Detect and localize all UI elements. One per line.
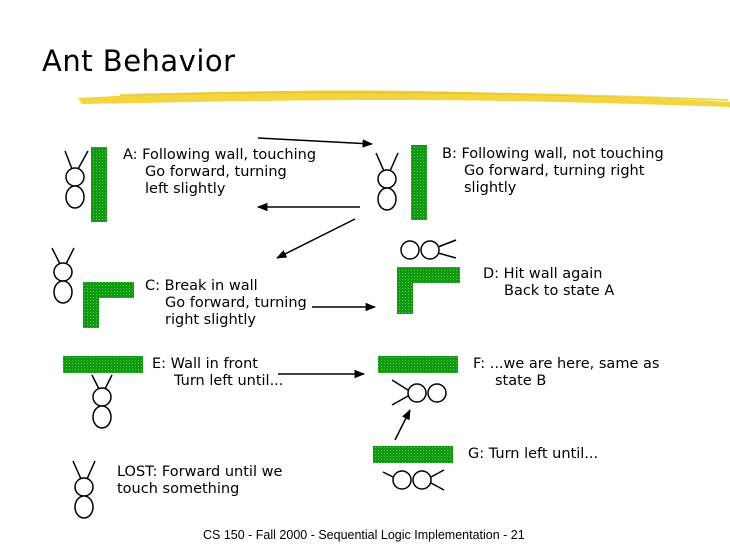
- state-b-line3: slightly: [464, 180, 517, 196]
- slide-title: Ant Behavior: [42, 44, 236, 78]
- state-g-label: G: Turn left until...: [468, 446, 598, 463]
- state-f-line1: F: ...we are here, same as: [473, 356, 660, 372]
- state-g-line1: G: Turn left until...: [468, 446, 599, 462]
- title-underline-highlight: [78, 90, 730, 107]
- state-e-line1: E: Wall in front: [152, 356, 258, 372]
- state-e-label: E: Wall in front Turn left until...: [152, 356, 283, 390]
- state-a-line1: A: Following wall, touching: [123, 147, 317, 163]
- arrow-b-to-c: [276, 218, 356, 259]
- ant-icon: [72, 460, 96, 519]
- transition-arrows: [256, 137, 411, 441]
- state-c-line3: right slightly: [165, 312, 256, 328]
- state-lost-label: LOST: Forward until we touch something: [117, 464, 282, 498]
- state-d-figure: [397, 239, 460, 314]
- state-lost-figure: [72, 460, 96, 519]
- ant-icon: [51, 247, 75, 304]
- state-e-figure: [63, 356, 143, 429]
- state-d-line2: Back to state A: [504, 283, 615, 299]
- slide-footer: CS 150 - Fall 2000 - Sequential Logic Im…: [203, 528, 525, 542]
- wall: [63, 356, 143, 373]
- wall: [91, 147, 107, 222]
- state-c-line1: C: Break in wall: [145, 278, 258, 294]
- wall: [378, 356, 458, 373]
- state-f-figure: [378, 356, 458, 406]
- state-b-figure: [375, 145, 427, 220]
- wall-corner: [83, 282, 134, 328]
- ant-icon: [91, 374, 113, 429]
- ant-icon: [375, 152, 399, 211]
- state-a-line2: Go forward, turning: [145, 164, 287, 180]
- state-g-figure: [373, 446, 453, 491]
- state-lost-line2: touch something: [117, 481, 240, 497]
- state-c-label: C: Break in wall Go forward, turning rig…: [145, 278, 307, 329]
- wall: [411, 145, 427, 220]
- state-c-figure: [51, 247, 134, 328]
- wall-corner: [397, 267, 460, 314]
- state-e-line2: Turn left until...: [174, 373, 284, 389]
- arrow-g-to-f: [394, 409, 411, 441]
- state-b-label: B: Following wall, not touching Go forwa…: [442, 146, 664, 197]
- ant-icon: [391, 379, 447, 406]
- ant-icon: [400, 239, 457, 260]
- wall: [373, 446, 453, 463]
- state-b-line2: Go forward, turning right: [464, 163, 645, 179]
- state-c-line2: Go forward, turning: [165, 295, 307, 311]
- state-b-line1: B: Following wall, not touching: [442, 146, 664, 162]
- state-a-label: A: Following wall, touching Go forward, …: [123, 147, 316, 198]
- state-d-label: D: Hit wall again Back to state A: [483, 266, 614, 300]
- ant-icon: [64, 150, 89, 209]
- ant-icon: [382, 469, 445, 491]
- state-d-line1: D: Hit wall again: [483, 266, 603, 282]
- state-f-label: F: ...we are here, same as state B: [473, 356, 659, 390]
- state-lost-line1: LOST: Forward until we: [117, 464, 283, 480]
- state-f-line2: state B: [495, 373, 547, 389]
- arrow-a-to-b: [257, 137, 374, 148]
- state-a-figure: [64, 147, 107, 222]
- state-a-line3: left slightly: [145, 181, 226, 197]
